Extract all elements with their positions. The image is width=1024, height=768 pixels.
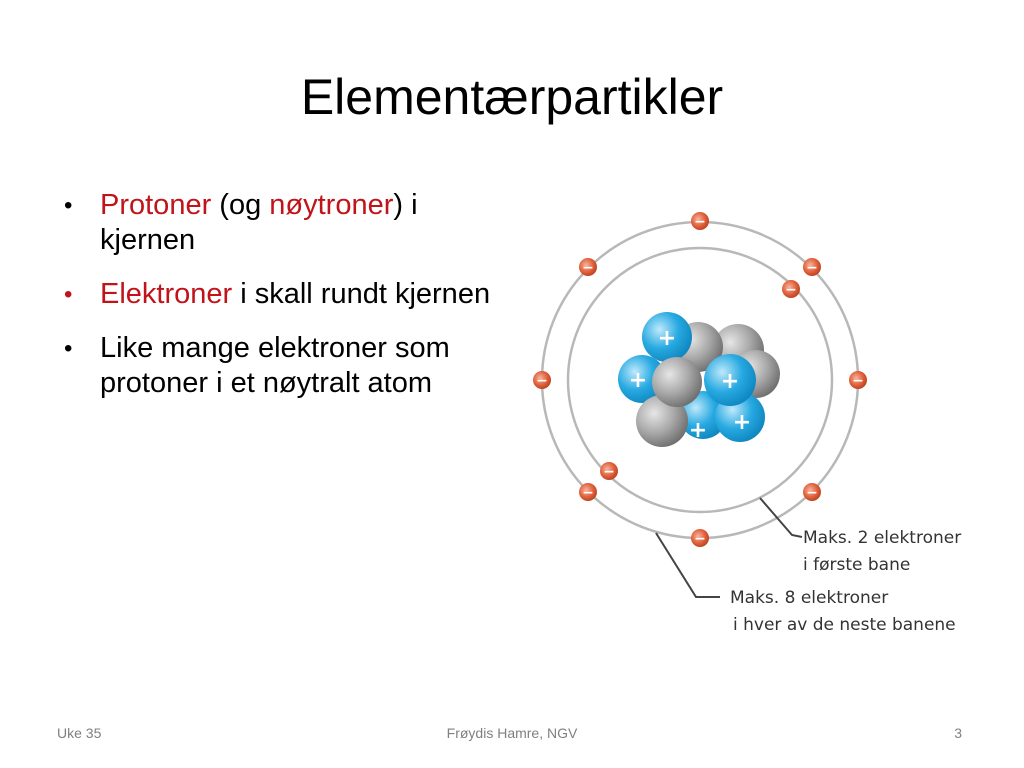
proton-icon <box>704 354 756 406</box>
electron-minus-label: − <box>582 485 594 501</box>
bullet-text: i kjernen <box>100 189 418 256</box>
bullet-dot-icon: • <box>64 335 73 362</box>
electron-icon: − <box>803 258 821 276</box>
proton-plus-label: + <box>658 326 676 351</box>
electron-icon: − <box>691 529 709 547</box>
electron-minus-label: − <box>785 282 797 298</box>
atom-svg: + + + + + − − − − − <box>533 212 961 635</box>
bullet-text: Like mange elektroner som protoner i et … <box>100 332 450 399</box>
leader-line-outer <box>655 532 720 598</box>
electron-minus-label: − <box>806 485 818 501</box>
proton-icon <box>642 312 692 362</box>
proton-plus-label: + <box>721 369 739 394</box>
electron-icon: − <box>849 371 867 389</box>
proton-plus-label: + <box>629 368 647 393</box>
atom-diagram: + + + + + − − − − − <box>520 195 1010 645</box>
proton-plus-label: + <box>689 418 707 443</box>
bullet-text-highlight: Protoner <box>100 189 212 221</box>
proton-plus-label: + <box>733 410 751 435</box>
inner-orbit <box>566 246 834 514</box>
footer-author: Frøydis Hamre, NGV <box>446 725 578 741</box>
leader-line-inner <box>759 497 803 538</box>
electron-icon: − <box>782 280 800 298</box>
bullet-dot-icon: • <box>64 281 73 308</box>
bullet-dot-icon: • <box>64 192 73 219</box>
electron-icon: − <box>600 462 618 480</box>
proton-icon <box>679 391 727 439</box>
bullet-text: (og <box>211 189 270 221</box>
label-inner-line2: i første bane <box>803 555 910 575</box>
label-outer-line1: Maks. 8 elektroner <box>730 588 888 608</box>
neutron-icon <box>636 395 688 447</box>
electron-minus-label: − <box>806 260 818 276</box>
electron-icon: − <box>579 483 597 501</box>
label-outer-line2: i hver av de neste banene <box>733 615 956 635</box>
bullet-list: • Protoner (og nøytroner) i kjernen • El… <box>64 188 504 420</box>
electron-minus-label: − <box>694 214 706 230</box>
footer-week: Uke 35 <box>57 725 102 741</box>
electron-minus-label: − <box>582 260 594 276</box>
electron-icon: − <box>579 258 597 276</box>
bullet-text-highlight: Elektroner <box>100 278 233 310</box>
electron-minus-label: − <box>852 373 864 389</box>
electron-minus-label: − <box>536 373 548 389</box>
electron-minus-label: − <box>603 464 615 480</box>
bullet-item: • Elektroner i skall rundt kjernen <box>64 277 504 312</box>
bullet-text: ) <box>393 189 404 221</box>
bullet-item: • Protoner (og nøytroner) i kjernen <box>64 188 504 258</box>
neutron-icon <box>652 357 702 407</box>
electron-icon: − <box>691 212 709 230</box>
electron-minus-label: − <box>694 531 706 547</box>
footer-page-number: 3 <box>954 725 962 741</box>
bullet-text-highlight: nøytroner <box>269 189 394 221</box>
electron-icon: − <box>803 483 821 501</box>
slide-title: Elementærpartikler <box>300 69 724 125</box>
bullet-item: • Like mange elektroner som protoner i e… <box>64 331 504 401</box>
electron-icon: − <box>533 371 551 389</box>
label-inner-line1: Maks. 2 elektroner <box>803 528 961 548</box>
bullet-text: i skall rundt kjernen <box>232 278 491 310</box>
